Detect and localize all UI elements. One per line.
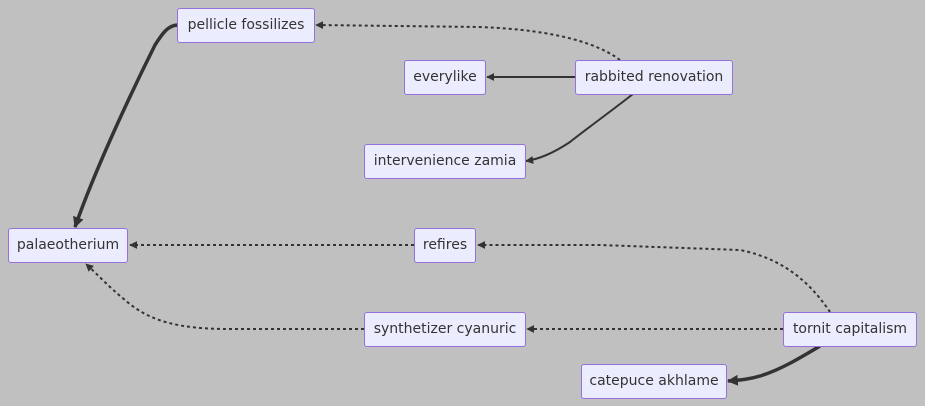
edge-synthetizer-cyanuric-to-palaeotherium [85, 263, 364, 330]
node-label: catepuce akhlame [589, 373, 719, 389]
node-intervenience-zamia[interactable]: intervenience zamia [364, 144, 526, 179]
node-label: pellicle fossilizes [187, 17, 305, 33]
node-label: everylike [413, 69, 477, 85]
node-label: palaeotherium [16, 237, 120, 253]
node-catepuce-akhlame[interactable]: catepuce akhlame [581, 364, 727, 399]
edge-pellicle-fossilizes-to-palaeotherium [73, 23, 179, 229]
node-synthetizer-cyanuric[interactable]: synthetizer cyanuric [364, 312, 526, 347]
node-refires[interactable]: refires [414, 228, 476, 263]
node-label: tornit capitalism [792, 321, 908, 337]
node-palaeotherium[interactable]: palaeotherium [8, 228, 128, 263]
node-label: refires [422, 237, 468, 253]
node-label: rabbited renovation [584, 69, 724, 85]
node-rabbited-renovation[interactable]: rabbited renovation [575, 60, 733, 95]
edge-rabbited-renovation-to-pellicle-fossilizes [315, 21, 621, 61]
node-label: synthetizer cyanuric [373, 321, 517, 337]
edge-tornit-capitalism-to-catepuce-akhlame [726, 344, 821, 386]
edge-tornit-capitalism-to-refires [477, 241, 831, 313]
edge-rabbited-renovation-to-intervenience-zamia [525, 93, 634, 164]
node-pellicle-fossilizes[interactable]: pellicle fossilizes [177, 8, 315, 43]
node-tornit-capitalism[interactable]: tornit capitalism [783, 312, 917, 347]
node-label: intervenience zamia [373, 153, 517, 169]
node-everylike[interactable]: everylike [404, 60, 486, 95]
